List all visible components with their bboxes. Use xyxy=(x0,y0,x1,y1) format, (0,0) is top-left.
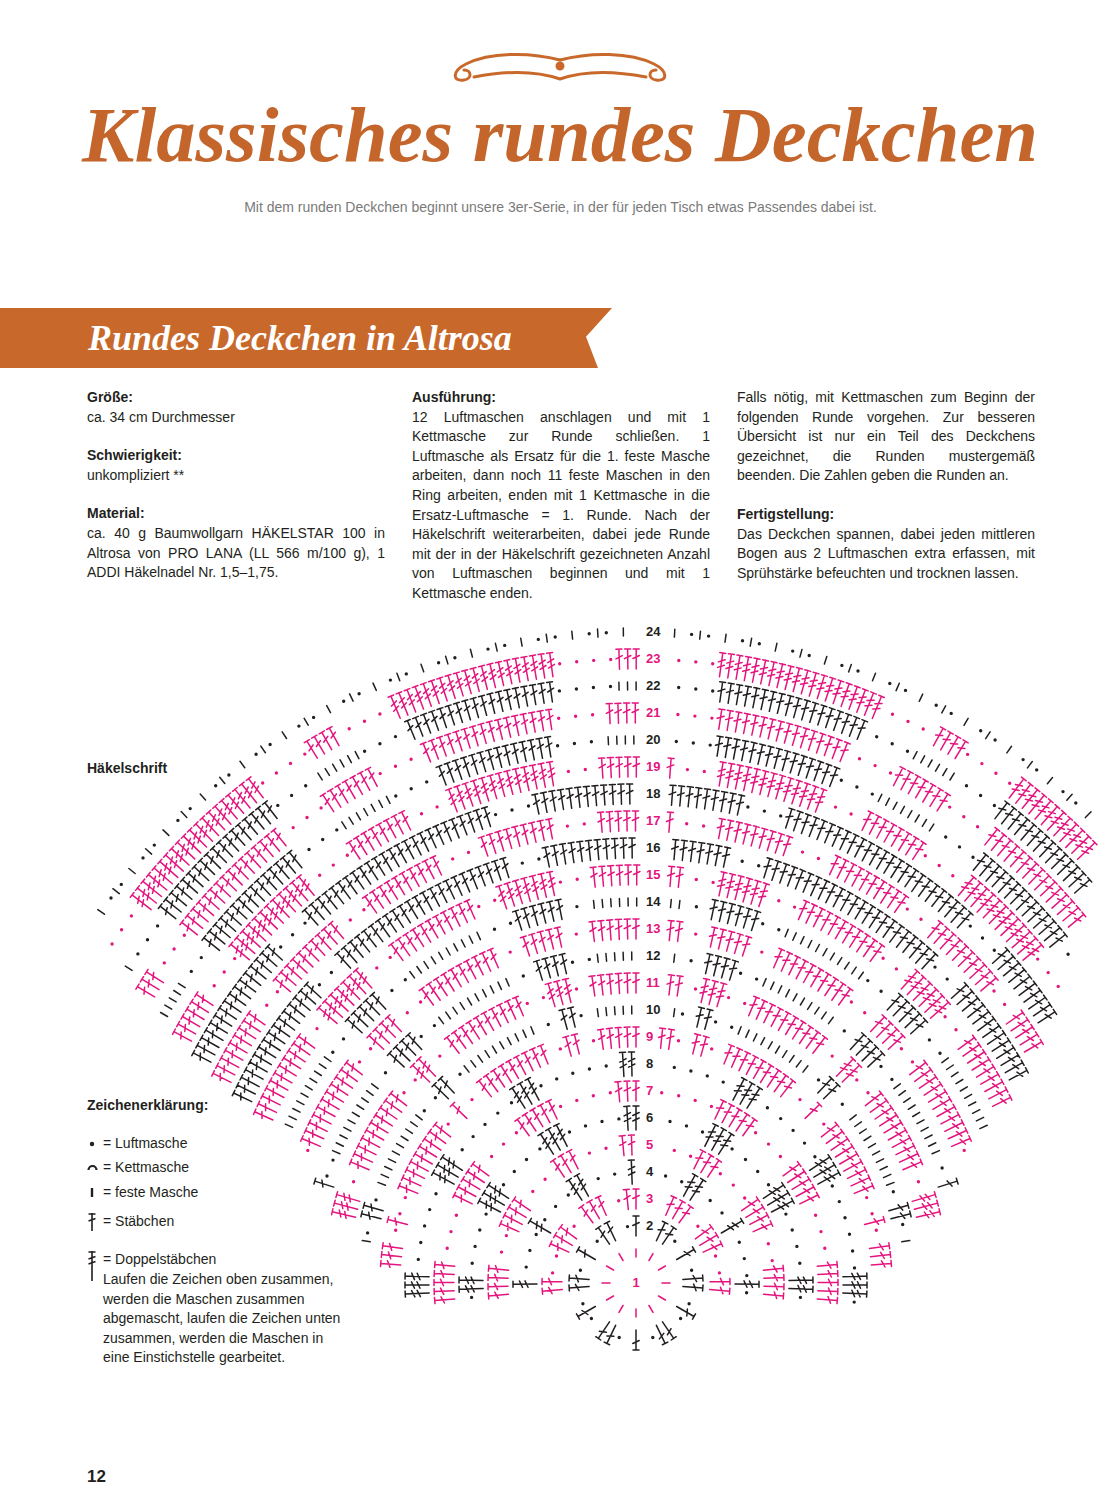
section-heading: Schwierigkeit: xyxy=(87,446,385,466)
stitch-symbols xyxy=(130,649,1097,1317)
body-text: unkompliziert ** xyxy=(87,466,385,486)
round-number: 22 xyxy=(644,678,662,694)
round-number: 19 xyxy=(644,759,662,775)
legend-text: = Doppelstäbchen xyxy=(103,1251,216,1267)
stitch-symbol xyxy=(89,1251,96,1281)
ornament xyxy=(455,54,665,80)
round-number: 4 xyxy=(644,1164,655,1180)
banner-title: Rundes Deckchen in Altrosa xyxy=(88,308,512,368)
banner-ribbon xyxy=(0,308,612,368)
legend-symbol xyxy=(87,1133,99,1167)
ornament-dot xyxy=(557,63,563,69)
round-number: 12 xyxy=(644,948,662,964)
legend-symbol xyxy=(87,1182,99,1216)
round-number: 17 xyxy=(644,813,662,829)
body-text: Das Deckchen spannen, dabei jeden mittle… xyxy=(737,525,1035,584)
round-number: 18 xyxy=(644,786,662,802)
round-number: 10 xyxy=(644,1002,662,1018)
legend-heading: Zeichenerklärung: xyxy=(87,1096,208,1116)
body-text: Falls nötig, mit Kettmaschen zum Beginn … xyxy=(737,388,1035,486)
legend-text: = feste Masche xyxy=(103,1184,198,1200)
legend-entry: = Stäbchen xyxy=(87,1211,174,1231)
legend-symbol xyxy=(87,1249,99,1283)
body-text: 12 Luftmaschen anschlagen und mit 1 Kett… xyxy=(412,408,710,604)
round-number: 13 xyxy=(644,921,662,937)
chain-dots xyxy=(109,631,1077,1339)
section-heading: Fertigstellung: xyxy=(737,505,1035,525)
stitch-symbols xyxy=(98,628,1092,1350)
text-column: Falls nötig, mit Kettmaschen zum Beginn … xyxy=(737,388,1035,583)
round-number: 11 xyxy=(644,975,662,991)
chain-symbol xyxy=(90,1142,94,1146)
legend-note: Laufen die Zeichen oben zusammen, werden… xyxy=(103,1270,351,1368)
single-crochet-symbol xyxy=(91,1188,93,1197)
stitch-group xyxy=(98,628,1097,1350)
round-number: 16 xyxy=(644,840,662,856)
round-number: 1 xyxy=(624,1275,648,1291)
legend-entry: = feste Masche xyxy=(87,1182,198,1202)
section-heading: Größe: xyxy=(87,388,385,408)
stitch-symbol xyxy=(89,1166,97,1170)
slip-stitch-symbol xyxy=(89,1166,97,1170)
section-heading: Ausführung: xyxy=(412,388,710,408)
legend-text: = Kettmasche xyxy=(103,1159,189,1175)
round-number: 5 xyxy=(644,1137,655,1153)
double-crochet-symbol xyxy=(89,1213,96,1231)
round-number: 9 xyxy=(644,1029,655,1045)
stitch-symbol xyxy=(91,1188,93,1197)
round-number: 20 xyxy=(644,732,662,748)
text-column: Ausführung:12 Luftmaschen anschlagen und… xyxy=(412,388,710,604)
text-column: Größe:ca. 34 cm DurchmesserSchwierigkeit… xyxy=(87,388,385,583)
round-number: 23 xyxy=(644,651,662,667)
ornament-scroll xyxy=(455,54,560,80)
ornament-scroll xyxy=(560,54,665,80)
chain-dots xyxy=(110,658,1060,1275)
section-heading: Material: xyxy=(87,504,385,524)
round-number: 24 xyxy=(644,624,662,640)
legend-symbol xyxy=(87,1211,99,1245)
legend-text: = Luftmasche xyxy=(103,1135,187,1151)
legend-entry: = Luftmasche xyxy=(87,1133,187,1153)
round-number: 6 xyxy=(644,1110,655,1126)
body-text: ca. 34 cm Durchmesser xyxy=(87,408,385,428)
stitch-symbol xyxy=(89,1213,96,1231)
round-number: 14 xyxy=(644,894,662,910)
round-number: 7 xyxy=(644,1083,655,1099)
round-number: 8 xyxy=(644,1056,655,1072)
round-number: 15 xyxy=(644,867,662,883)
legend-symbol xyxy=(87,1157,99,1191)
subtitle: Mit dem runden Deckchen beginnt unsere 3… xyxy=(228,198,893,218)
body-text: ca. 40 g Baumwollgarn HÄKELSTAR 100 in A… xyxy=(87,524,385,583)
legend-entry: = Doppelstäbchen xyxy=(87,1249,216,1269)
round-number: 2 xyxy=(644,1218,655,1234)
chart-label: Häkelschrift xyxy=(87,759,167,779)
page-number: 12 xyxy=(87,1466,106,1487)
round-number: 21 xyxy=(644,705,662,721)
page-title: Klassisches rundes Deckchen xyxy=(0,92,1120,178)
treble-crochet-symbol xyxy=(89,1251,96,1281)
legend-entry: = Kettmasche xyxy=(87,1157,189,1177)
legend-text: = Stäbchen xyxy=(103,1213,174,1229)
round-number: 3 xyxy=(644,1191,655,1207)
ornament-line xyxy=(474,73,646,79)
title-banner: Rundes Deckchen in Altrosa xyxy=(0,308,612,368)
stitch-symbol xyxy=(90,1142,94,1146)
